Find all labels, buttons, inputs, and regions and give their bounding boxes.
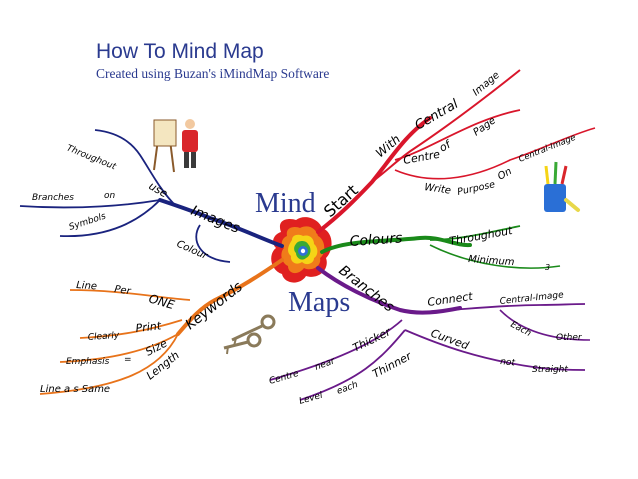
keywords-emphasis: Emphasis (66, 357, 110, 367)
images-use: use (147, 179, 171, 200)
branch-branches: Branches Connect Central-Image Each Othe… (268, 263, 591, 407)
images-on: on (104, 191, 116, 201)
start-on: On (496, 166, 514, 183)
keywords-label: Keywords (183, 279, 246, 333)
colours-three: 3 (545, 263, 550, 272)
start-centre: Centre (402, 148, 441, 167)
colours-minimum: Minimum (468, 254, 515, 268)
branch-images: Images use Throughout on Branches Symbol… (19, 129, 284, 263)
keys-illustration (223, 314, 276, 355)
start-page: Page (471, 115, 498, 138)
pencil-cup-illustration (544, 161, 580, 212)
start-with: With (373, 132, 403, 160)
branches-each: Each (509, 320, 533, 339)
images-branches: Branches (32, 193, 74, 203)
page-title: How To Mind Map (96, 40, 264, 63)
branches-connect: Connect (427, 290, 475, 309)
images-symbols: Symbols (68, 211, 108, 232)
center-word-mind: Mind (255, 188, 316, 219)
branch-colours: Colours Throughout Minimum 3 (320, 224, 561, 272)
branches-level: Level (298, 391, 324, 407)
keywords-line-as-same: Line a s Same (40, 384, 110, 395)
branches-curved: Curved (429, 327, 471, 353)
keywords-clearly: Clearly (88, 331, 121, 343)
start-write: Write (424, 182, 452, 197)
branches-each2: each (336, 380, 360, 397)
start-central: Central (413, 97, 462, 134)
page-subtitle: Created using Buzan's iMindMap Software (96, 66, 330, 81)
images-colour: Colour (175, 239, 210, 263)
central-image (271, 217, 332, 283)
branches-other: Other (556, 333, 583, 343)
keywords-print: Print (135, 319, 162, 335)
branches-centre: Centre (268, 369, 300, 387)
branches-thinner: Thinner (370, 349, 414, 381)
center-word-maps: Maps (288, 287, 350, 318)
keywords-equals: = (124, 355, 132, 365)
images-throughout: Throughout (65, 144, 118, 173)
start-central-image: Central-Image (517, 133, 577, 165)
colours-label: Colours (349, 230, 403, 250)
branches-straight: Straight (532, 365, 568, 375)
keywords-line: Line (76, 280, 98, 292)
start-purpose: Purpose (456, 179, 496, 198)
start-of: of (437, 137, 455, 155)
keywords-one: ONE (147, 291, 176, 312)
colours-throughout: Throughout (448, 224, 514, 248)
start-image: Image (471, 70, 502, 99)
keywords-per: Per (114, 284, 133, 297)
branches-not: not (500, 357, 516, 369)
branch-keywords: Keywords ONE Per Line Print Clearly Size… (39, 258, 284, 395)
painter-illustration (153, 119, 198, 173)
